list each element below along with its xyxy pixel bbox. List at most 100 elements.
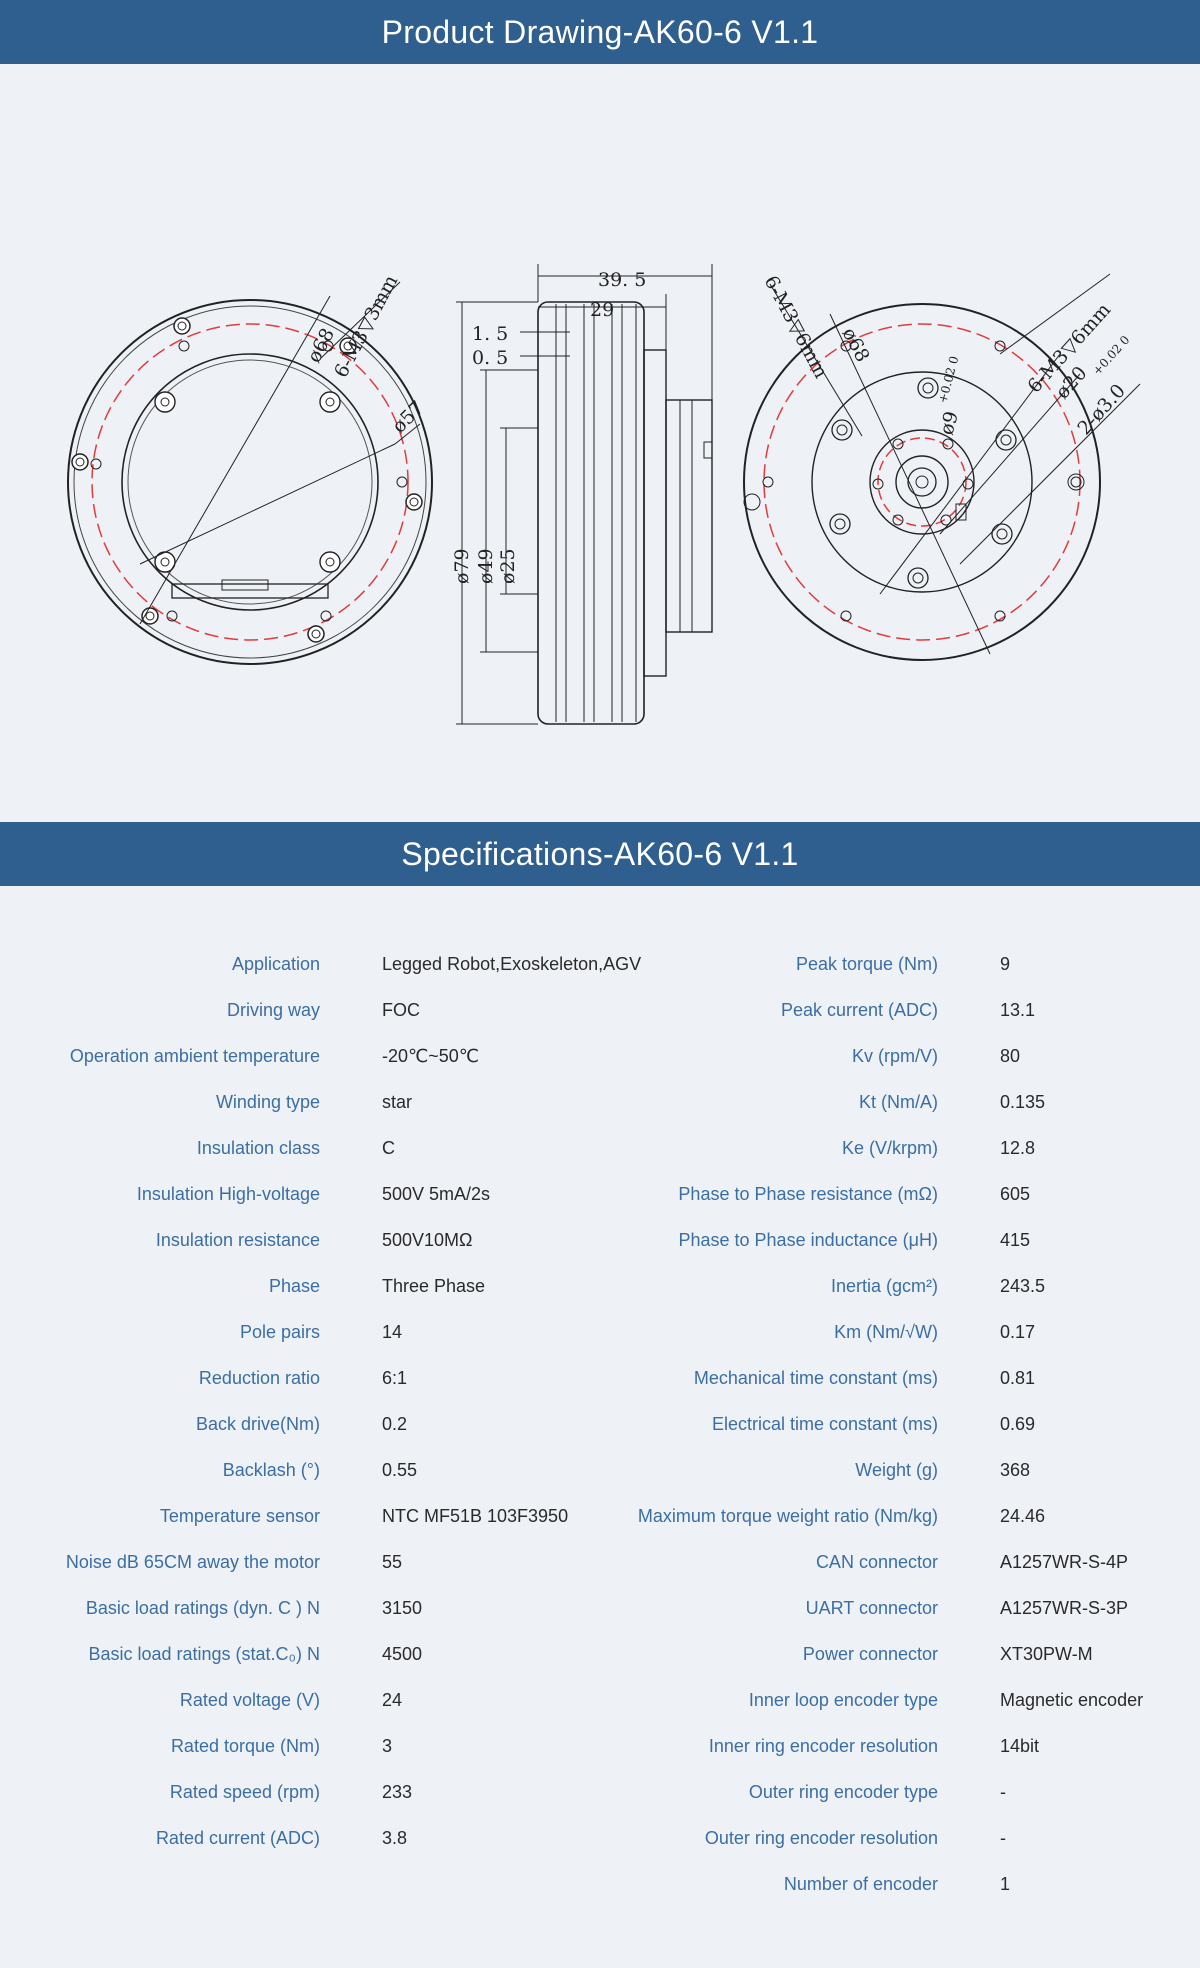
spec-value: XT30PW-M	[1000, 1644, 1093, 1664]
spec-value: 415	[1000, 1230, 1031, 1250]
front-inner-hole-center	[160, 557, 170, 567]
rear-flange	[811, 371, 1033, 593]
spec-label: Rated torque (Nm)	[170, 1736, 320, 1756]
technical-drawing: ø68 6-M3▽3mm ø57 39. 5 29	[67, 264, 1141, 725]
spec-label: Reduction ratio	[198, 1368, 320, 1388]
spec-value: 24.46	[1000, 1506, 1046, 1526]
rear-leader-68	[829, 313, 991, 655]
rear-outer-hole-edge	[743, 493, 761, 511]
rear-outer-hole	[994, 340, 1006, 352]
spec-value: 80	[1000, 1046, 1021, 1066]
rear-flange-hole-center	[996, 528, 1008, 540]
front-hole	[405, 493, 423, 511]
rear-pin	[955, 503, 967, 521]
spec-row: Rated speed (rpm) 233 Outer ring encoder…	[0, 1776, 1200, 1808]
front-hole-center	[311, 629, 321, 639]
front-inner-bore-edge	[127, 359, 373, 605]
front-view: ø68 6-M3▽3mm ø57	[67, 271, 433, 665]
spec-value: 13.1	[1000, 1000, 1036, 1020]
front-hole-center	[177, 321, 187, 331]
spec-value: 0.135	[1000, 1092, 1046, 1112]
rear-flange-hole-center	[912, 572, 924, 584]
spec-row: Insulation High-voltage 500V 5mA/2s Phas…	[0, 1178, 1200, 1210]
side-dim-395: 39. 5	[598, 269, 646, 291]
rear-flange-hole	[907, 567, 929, 589]
spec-value: 12.8	[1000, 1138, 1036, 1158]
rear-hub-bolt-circle	[877, 437, 967, 527]
spec-label: Kt (Nm/A)	[859, 1092, 938, 1112]
spec-row: Pole pairs 14 Km (Nm/√W) 0.17	[0, 1316, 1200, 1348]
spec-row: Insulation resistance 500V10MΩ Phase to …	[0, 1224, 1200, 1256]
rear-dim-pins-tol: +0.02 0	[1090, 333, 1133, 378]
spec-value: star	[382, 1092, 413, 1112]
specs-header-title: Specifications-AK60-6 V1.1	[401, 835, 799, 872]
rear-flange-hole	[829, 513, 851, 535]
spec-label: Electrical time constant (ms)	[711, 1414, 938, 1434]
spec-value: 605	[1000, 1184, 1031, 1204]
rear-leader-20	[939, 373, 1081, 535]
spec-value: NTC MF51B 103F3950	[382, 1506, 569, 1526]
spec-value: 1	[1000, 1874, 1011, 1894]
rear-dim-pins: 2-ø3.0	[1073, 380, 1130, 439]
spec-value: 4500	[382, 1644, 423, 1664]
spec-label: Driving way	[226, 1000, 320, 1020]
drawing-header-title: Product Drawing-AK60-6 V1.1	[381, 13, 819, 50]
front-hole-center	[343, 341, 353, 351]
spec-label: Number of encoder	[783, 1874, 938, 1894]
side-dim-79: ø79	[451, 548, 473, 584]
front-inner-hole-center	[160, 397, 170, 407]
front-inner-hole-center	[325, 397, 335, 407]
front-outer-ring-inner	[73, 305, 427, 659]
spec-value: 3	[382, 1736, 393, 1756]
front-red-hole	[396, 476, 408, 488]
spec-label: Ke (V/krpm)	[841, 1138, 938, 1158]
rear-outer-hole-edge	[1067, 473, 1085, 491]
rear-outer-hole	[840, 340, 852, 352]
side-dim-15: 1. 5	[472, 323, 508, 345]
spec-value: 9	[1000, 954, 1011, 974]
front-leader-holes	[319, 281, 401, 360]
rear-flange-hole-center	[922, 382, 934, 394]
spec-value: 0.69	[1000, 1414, 1036, 1434]
spec-value: 24	[382, 1690, 403, 1710]
specs-header: Specifications-AK60-6 V1.1	[0, 822, 1200, 886]
spec-label: Power connector	[802, 1644, 938, 1664]
front-inner-hole	[319, 551, 341, 573]
spec-label: Noise dB 65CM away the motor	[65, 1552, 320, 1572]
rear-flange-hole	[995, 429, 1017, 451]
front-leader-68	[139, 295, 331, 625]
spec-label: Insulation resistance	[155, 1230, 320, 1250]
side-hub	[665, 399, 713, 633]
spec-row: Basic load ratings (dyn. C ) N 3150 UART…	[0, 1592, 1200, 1624]
front-hole	[307, 625, 325, 643]
spec-value: FOC	[382, 1000, 420, 1020]
spec-label: Phase	[268, 1276, 320, 1296]
side-dim-29: 29	[590, 299, 614, 321]
spec-value: A1257WR-S-4P	[1000, 1552, 1129, 1572]
spec-value: Legged Robot,Exoskeleton,AGV	[382, 954, 642, 974]
front-red-hole	[320, 610, 332, 622]
spec-label: Maximum torque weight ratio (Nm/kg)	[637, 1506, 938, 1526]
spec-label: Back drive(Nm)	[195, 1414, 320, 1434]
side-dim-05: 0. 5	[472, 347, 508, 369]
spec-value: -	[1000, 1782, 1006, 1802]
spec-row: Driving way FOC Peak current (ADC) 13.1	[0, 994, 1200, 1026]
spec-label: Peak current (ADC)	[780, 1000, 938, 1020]
spec-value: Magnetic encoder	[1000, 1690, 1144, 1710]
spec-label: Winding type	[215, 1092, 320, 1112]
spec-value: 0.55	[382, 1460, 418, 1480]
spec-label: Outer ring encoder resolution	[704, 1828, 938, 1848]
rear-hub	[869, 429, 975, 535]
front-bolt-circle	[91, 323, 409, 641]
spec-label: Application	[231, 954, 320, 974]
rear-hub-hole	[942, 438, 954, 450]
spec-label: Basic load ratings (dyn. C ) N	[85, 1598, 320, 1618]
spec-row: Insulation class C Ke (V/krpm) 12.8	[0, 1132, 1200, 1164]
front-red-hole	[90, 458, 102, 470]
spec-label: Insulation High-voltage	[136, 1184, 320, 1204]
rear-hub-hole	[872, 478, 884, 490]
rear-hub-hole	[892, 438, 904, 450]
spec-label: Inner loop encoder type	[748, 1690, 938, 1710]
rear-hub-hole	[892, 514, 904, 526]
front-hole	[71, 453, 89, 471]
